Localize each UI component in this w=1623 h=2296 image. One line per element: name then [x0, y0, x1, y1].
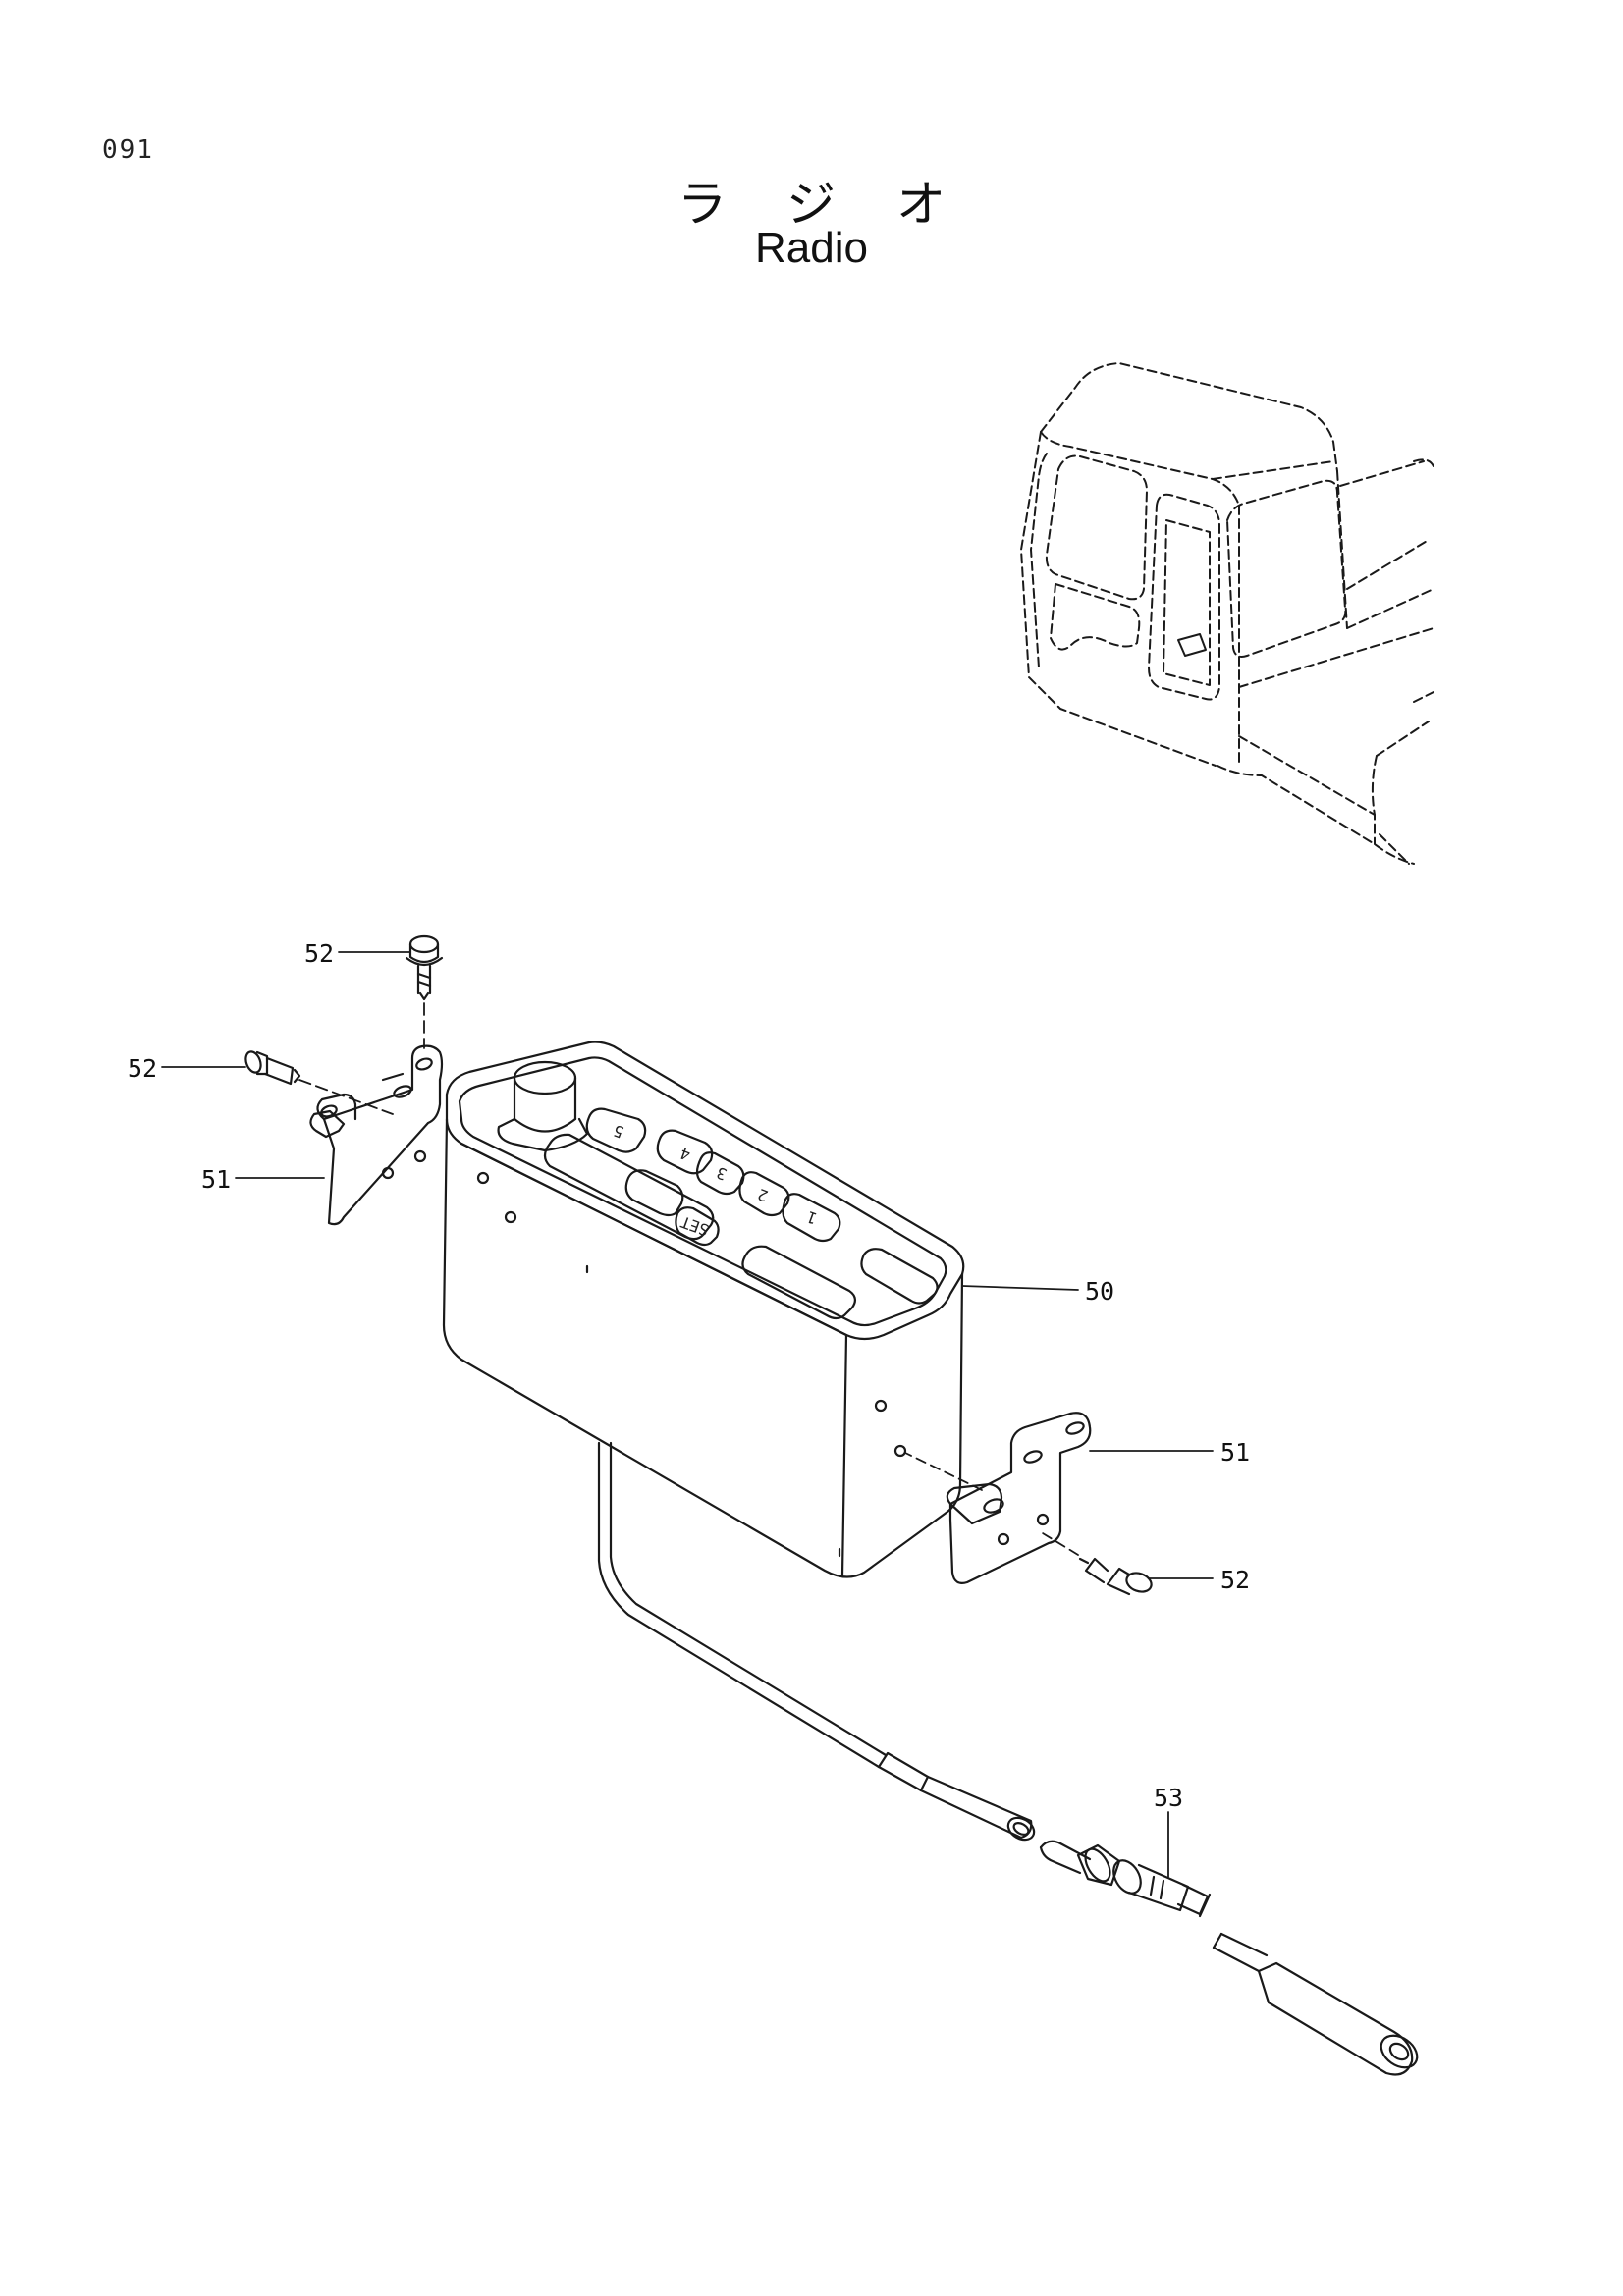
bracket-right	[946, 1412, 1092, 1584]
callout-50: 50	[1085, 1277, 1114, 1306]
callout-52-top: 52	[304, 939, 334, 968]
radio-tuning-knob	[497, 1060, 589, 1152]
radio-key-4-label: 4	[677, 1144, 693, 1164]
radio-unit: 5 4 3 2 1 SET	[442, 1041, 965, 1578]
callout-51-left: 51	[201, 1165, 231, 1194]
bolt-upper-left	[244, 1050, 394, 1115]
page-code: 091	[102, 135, 154, 165]
bolt-top	[405, 934, 444, 1049]
callout-51-right: 51	[1220, 1438, 1250, 1467]
radio-key-3-label: 3	[714, 1163, 730, 1184]
antenna-adapter	[1039, 1840, 1419, 2076]
page-title-english: Radio	[755, 224, 868, 272]
bolt-lower-right	[904, 1452, 1153, 1596]
bracket-left	[309, 1044, 444, 1226]
callout-52-upper-left: 52	[128, 1054, 157, 1083]
page-title-japanese: ラジオ	[677, 176, 1006, 233]
antenna-cable	[597, 1441, 1036, 1842]
radio-key-2-label: 2	[755, 1185, 771, 1205]
leader-lines	[161, 951, 1214, 1878]
callout-53: 53	[1154, 1784, 1183, 1812]
radio-key-1-label: 1	[804, 1207, 820, 1228]
cab-location-view	[1020, 362, 1434, 865]
callout-52-lower-right: 52	[1220, 1566, 1250, 1594]
radio-key-5-label: 5	[611, 1121, 626, 1142]
